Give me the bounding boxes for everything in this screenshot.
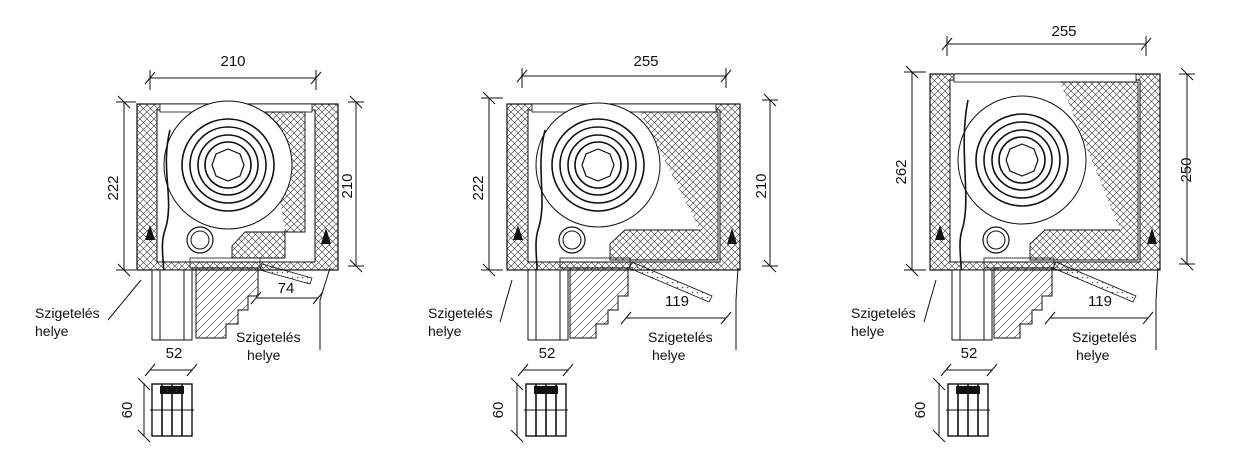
drawing-3: 255 262 250: [851, 23, 1195, 443]
top-dimension: 210: [144, 53, 322, 90]
insulation-label-right: Szigetelés helye: [1072, 267, 1159, 363]
label-right-line2: helye: [1076, 347, 1110, 363]
label-left-line2: helye: [35, 323, 69, 339]
roller-box: [136, 100, 339, 301]
window-height-label: 60: [912, 402, 929, 419]
insulation-label-left: Szigetelés helye: [851, 279, 937, 339]
top-dimension: 255: [516, 53, 732, 88]
label-right-line2: helye: [652, 347, 686, 363]
label-left-line2: helye: [428, 323, 462, 339]
left-height-label: 262: [893, 159, 910, 184]
window-height-label: 60: [490, 402, 507, 419]
bottom-dimension-label: 119: [665, 293, 689, 310]
window-section: [151, 267, 259, 341]
label-left-line2: helye: [851, 323, 885, 339]
window-section: [527, 267, 629, 341]
top-width-label: 255: [1051, 23, 1076, 40]
label-right-line1: Szigetelés: [648, 329, 713, 345]
label-left-line1: Szigetelés: [428, 305, 493, 321]
roller-box: [506, 102, 741, 331]
right-height-dimension: 210: [339, 95, 364, 273]
left-height-dimension: 262: [893, 65, 926, 277]
insulation-label-left: Szigetelés helye: [35, 279, 142, 339]
window-profile: 52 60: [119, 345, 198, 443]
left-height-label: 222: [105, 175, 122, 200]
window-profile: 52 60: [912, 345, 998, 443]
window-width-label: 52: [166, 345, 183, 362]
label-right-line1: Szigetelés: [1072, 329, 1137, 345]
drawing-1: 210 222 210: [35, 53, 364, 443]
left-height-dimension: 222: [470, 91, 503, 277]
top-width-label: 255: [633, 53, 658, 70]
top-width-label: 210: [220, 53, 245, 70]
right-height-label: 210: [339, 173, 356, 198]
left-height-dimension: 222: [105, 95, 136, 277]
window-section: [951, 267, 1053, 341]
right-height-dimension: 210: [753, 93, 778, 273]
insulation-label-right: Szigetelés helye: [236, 267, 331, 363]
right-height-dimension: 250: [1178, 67, 1195, 271]
label-left-line1: Szigetelés: [35, 305, 100, 321]
bottom-dimension: 119: [620, 293, 732, 325]
window-profile: 52 60: [490, 345, 574, 443]
label-right-line1: Szigetelés: [236, 329, 301, 345]
top-dimension: 255: [941, 23, 1152, 56]
left-height-label: 222: [470, 175, 487, 200]
insulation-label-right: Szigetelés helye: [648, 267, 739, 363]
drawing-2: 255 222 210: [428, 53, 778, 443]
bottom-dimension: 74: [250, 280, 324, 305]
bottom-dimension: 119: [1044, 293, 1154, 325]
label-left-line1: Szigetelés: [851, 305, 916, 321]
window-width-label: 52: [539, 345, 556, 362]
right-height-label: 250: [1178, 157, 1195, 182]
roller-box: [929, 73, 1161, 331]
bottom-dimension-label: 119: [1088, 293, 1112, 310]
label-right-line2: helye: [247, 347, 281, 363]
insulation-label-left: Szigetelés helye: [428, 279, 513, 339]
bottom-dimension-label: 74: [278, 280, 295, 297]
window-height-label: 60: [119, 402, 136, 419]
right-height-label: 210: [753, 173, 770, 198]
window-width-label: 52: [961, 345, 978, 362]
